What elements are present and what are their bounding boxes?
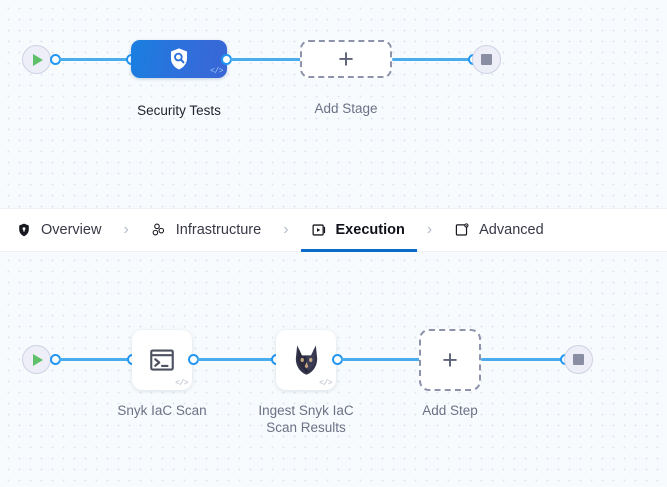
stage-node-label-security-tests: Security Tests — [137, 103, 221, 118]
execution-graph-canvas[interactable]: </> </> — [0, 252, 667, 487]
stage-graph-canvas[interactable]: </> + Security Tests Add Stage — [0, 0, 667, 208]
step-node-ingest-snyk-iac-scan-results[interactable]: </> — [276, 330, 336, 390]
code-badge: </> — [319, 379, 332, 388]
active-tab-indicator — [300, 249, 417, 252]
edge-snyk-iac-scan-to-ingest — [197, 358, 275, 361]
pipeline-start-node[interactable] — [22, 45, 51, 74]
step-node-snyk-iac-scan[interactable]: </> — [132, 330, 192, 390]
add-step-button[interactable]: + — [419, 329, 481, 391]
code-badge: </> — [210, 67, 223, 76]
execution-start-node[interactable] — [22, 345, 51, 374]
step-label-snyk-iac-scan: Snyk IaC Scan — [117, 403, 207, 418]
add-stage-button[interactable]: + — [300, 40, 392, 78]
code-badge: </> — [175, 379, 188, 388]
step-label-line-2: Scan Results — [266, 420, 346, 435]
step-label-line-1: Ingest Snyk IaC — [258, 403, 354, 418]
pipeline-end-node[interactable] — [472, 45, 501, 74]
stage-row: </> + Security Tests Add Stage — [0, 0, 667, 208]
tab-separator-icon: › — [283, 221, 289, 238]
edge-add-stage-to-end — [392, 58, 474, 61]
shield-search-icon — [170, 48, 188, 70]
play-icon — [33, 353, 43, 366]
edge-ingest-to-add-step — [341, 358, 421, 361]
edge-start-to-snyk-iac-scan — [59, 358, 132, 361]
play-frame-icon — [312, 224, 325, 236]
snyk-dog-icon — [295, 345, 317, 375]
add-step-label: Add Step — [422, 403, 478, 418]
tab-advanced-label: Advanced — [479, 222, 544, 238]
plus-icon: + — [442, 344, 458, 375]
tab-execution-label: Execution — [335, 222, 405, 238]
terminal-icon — [150, 349, 174, 371]
stage-node-security-tests[interactable]: </> — [131, 40, 227, 78]
tab-separator-icon: › — [123, 221, 129, 238]
edge-security-tests-to-add-stage — [230, 58, 302, 61]
tab-overview-label: Overview — [41, 222, 102, 238]
tab-overview[interactable]: Overview — [16, 208, 101, 252]
shield-icon — [19, 223, 29, 237]
stop-icon — [481, 54, 492, 65]
edge-add-step-to-end — [481, 358, 567, 361]
plus-icon: + — [338, 43, 354, 74]
play-icon — [33, 53, 43, 66]
stop-icon — [573, 354, 584, 365]
step-row: </> </> — [0, 252, 667, 487]
tab-separator-icon: › — [426, 221, 433, 238]
step-label-ingest-snyk-iac-scan-results: Ingest Snyk IaC Scan Results — [226, 402, 386, 436]
pipeline-section-tabs[interactable]: Overview › Infrastructure › Execution — [0, 208, 667, 252]
edge-start-to-security-tests — [59, 58, 131, 61]
card-gear-icon — [455, 223, 469, 236]
tab-infrastructure-label: Infrastructure — [175, 222, 262, 238]
add-stage-label: Add Stage — [314, 101, 378, 116]
execution-end-node[interactable] — [564, 345, 593, 374]
tab-infrastructure[interactable]: Infrastructure — [151, 208, 261, 252]
tab-execution[interactable]: Execution — [300, 208, 417, 252]
tab-advanced[interactable]: Advanced — [454, 208, 544, 252]
nodes-icon — [152, 223, 164, 236]
